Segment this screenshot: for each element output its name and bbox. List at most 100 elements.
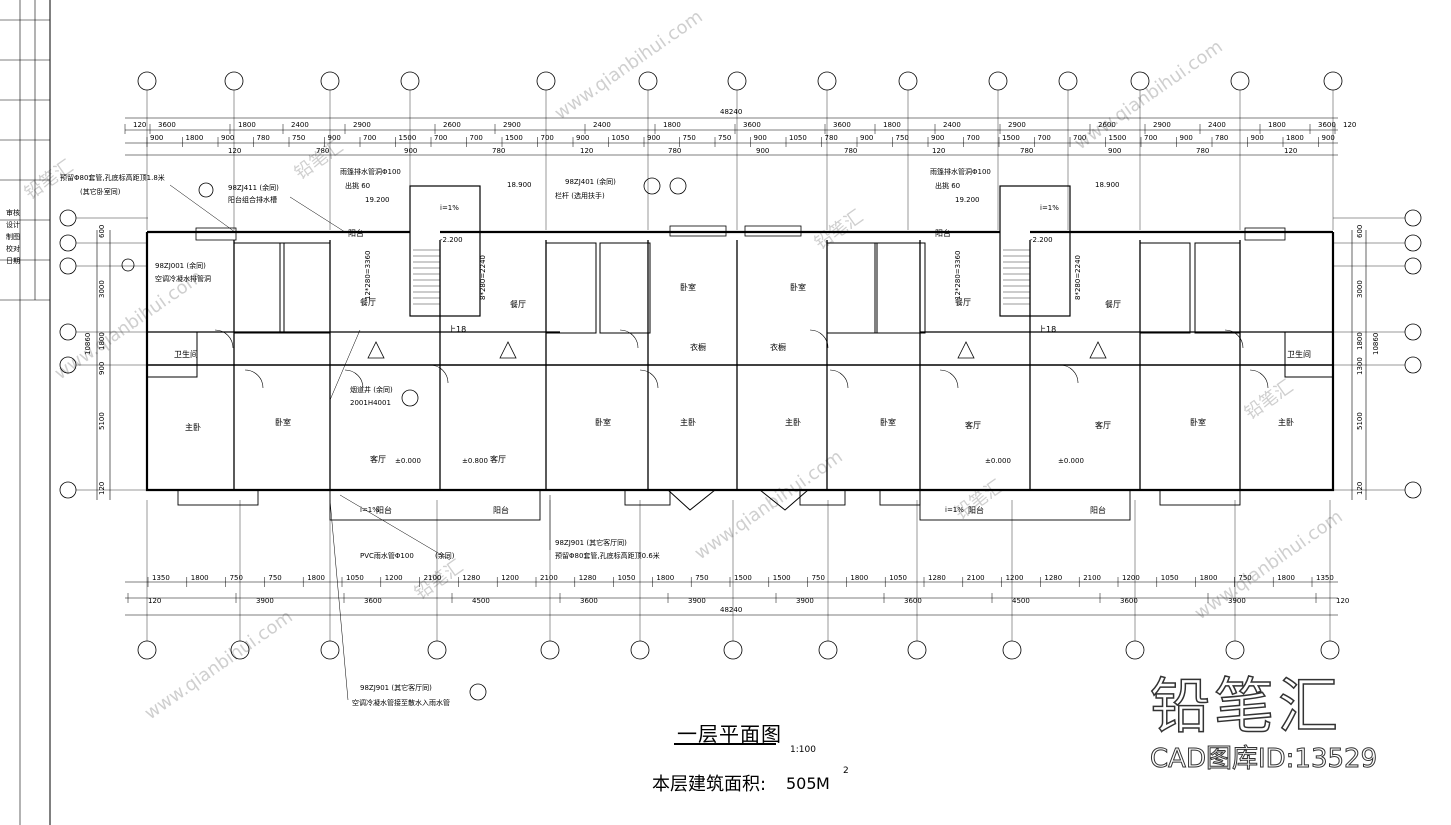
dim-top-row2: 900 <box>647 134 660 142</box>
title-block-label: 审核 <box>6 208 20 217</box>
dim-left: 3000 <box>98 280 106 298</box>
dim-total-top: 48240 <box>720 108 742 116</box>
dim-top-row1: 120 <box>1343 121 1356 129</box>
leader-line <box>169 184 236 233</box>
dim-bottom-row1: 1200 <box>1122 574 1140 582</box>
room-closet: 衣橱 <box>690 342 706 352</box>
stair-dim: 12*280=3360 <box>364 251 372 300</box>
room-bed: 卧室 <box>595 417 611 427</box>
grid-bubble-left <box>59 323 77 341</box>
dim-bottom-row1: 1050 <box>618 574 636 582</box>
balcony-bottom <box>879 489 921 506</box>
dim-top-row1: 1800 <box>238 121 256 129</box>
door-swing <box>619 329 639 349</box>
stair-shaft <box>999 185 1071 317</box>
dim-bottom-row1: 750 <box>230 574 243 582</box>
bathroom-block <box>233 242 285 334</box>
elevation-label: 18.900 <box>507 181 532 189</box>
grid-bubble-top <box>1230 71 1250 91</box>
door-swing <box>1249 369 1269 389</box>
dim-left-total: 10860 <box>84 333 92 355</box>
door-swing <box>809 329 829 349</box>
area-value: 505 <box>786 774 817 793</box>
watermark-text: www.qianbihui.com <box>51 266 207 384</box>
grid-bubble-top <box>988 71 1008 91</box>
dim-bottom-row1: 1200 <box>501 574 519 582</box>
bathroom-block <box>1194 242 1241 334</box>
dim-bottom-row1: 1050 <box>889 574 907 582</box>
grid-bubble-bottom <box>630 640 650 660</box>
dim-bottom-row1: 1800 <box>850 574 868 582</box>
grid-bubble-top <box>224 71 244 91</box>
dim-top-row2: 700 <box>434 134 447 142</box>
dim-top-row2: 750 <box>718 134 731 142</box>
room-master: 主卧 <box>785 417 801 427</box>
dim-top-row1: 2600 <box>443 121 461 129</box>
dim-top-row1: 2900 <box>1153 121 1171 129</box>
elevation-zero: ±0.000 <box>1058 457 1084 465</box>
dim-bottom-row1: 2100 <box>1083 574 1101 582</box>
dim-bottom-row1: 1350 <box>152 574 170 582</box>
dim-bottom-row1: 1500 <box>734 574 752 582</box>
dim-top-row3: 780 <box>668 147 681 155</box>
grid-bubble-bottom <box>818 640 838 660</box>
exterior-wall <box>145 232 1335 492</box>
dim-top-row1: 2900 <box>1008 121 1026 129</box>
dim-bottom-row2: 3600 <box>364 597 382 605</box>
dim-top-row2: 1800 <box>186 134 204 142</box>
dim-top-row3: 120 <box>580 147 593 155</box>
dim-top-row1: 2900 <box>503 121 521 129</box>
dim-top-row2: 750 <box>683 134 696 142</box>
room-living: 客厅 <box>490 454 506 464</box>
room-dining: 餐厅 <box>1105 300 1121 309</box>
dim-top-row2: 900 <box>754 134 767 142</box>
dim-top-row2: 780 <box>825 134 838 142</box>
dim-bottom-row1: 1800 <box>191 574 209 582</box>
dim-top-row1: 1800 <box>663 121 681 129</box>
leader-line <box>329 499 349 701</box>
grid-bubble-bottom <box>907 640 927 660</box>
dim-top-row2: 700 <box>967 134 980 142</box>
balcony-bottom <box>177 489 259 506</box>
dim-top-row2: 700 <box>1073 134 1086 142</box>
balcony-bottom <box>919 489 1131 521</box>
elevation-label: -2.200 <box>440 236 463 244</box>
note-railing: 98ZJ401 (余同) <box>565 177 616 186</box>
note-detail-b: 空调冷凝水排管洞 <box>155 274 211 283</box>
cad-id: CAD图库ID:13529 <box>1150 744 1378 775</box>
note-sleeve-b: (其它卧室同) <box>80 187 121 196</box>
dim-top-row3: 900 <box>404 147 417 155</box>
dim-top-row3: 780 <box>844 147 857 155</box>
dim-top-row1: 2600 <box>1098 121 1116 129</box>
door-swing <box>344 369 364 389</box>
dim-right: 600 <box>1356 225 1364 238</box>
dim-top-row2: 900 <box>860 134 873 142</box>
dim-bottom-row2: 3600 <box>1120 597 1138 605</box>
grid-bubble-left <box>59 257 77 275</box>
room-master: 主卧 <box>680 417 696 427</box>
dim-bottom-row1: 2100 <box>540 574 558 582</box>
grid-bubble-bottom <box>1002 640 1022 660</box>
note-sleeve2-b: 预留Φ80套管,孔底标高距顶0.6米 <box>555 551 660 560</box>
dim-top-row2: 780 <box>257 134 270 142</box>
area-label: 本层建筑面积: <box>652 774 767 795</box>
dim-top-row2: 1050 <box>789 134 807 142</box>
grid-bubble-left <box>59 209 77 227</box>
dim-top-row2: 1050 <box>612 134 630 142</box>
dim-top-row3: 780 <box>492 147 505 155</box>
drawing-title-underline <box>674 743 776 745</box>
door-swing <box>1059 364 1079 384</box>
grid-bubble-right <box>1404 234 1422 252</box>
note-drain-b: 出挑 60 <box>345 181 370 190</box>
bathroom-block <box>545 242 597 334</box>
slope-label: i=1% <box>440 204 459 212</box>
elevation-zero: ±0.000 <box>395 457 421 465</box>
elevation-label: 19.200 <box>365 196 390 204</box>
grid-bubble-right <box>1404 356 1422 374</box>
dim-top-row2: 700 <box>1038 134 1051 142</box>
note-condensate: 98ZJ901 (其它客厅同) <box>360 683 432 692</box>
grid-bubble-bottom <box>320 640 340 660</box>
note-drain-b: 出挑 60 <box>935 181 960 190</box>
dim-bottom-row1: 1280 <box>462 574 480 582</box>
dim-bottom-row1: 750 <box>812 574 825 582</box>
